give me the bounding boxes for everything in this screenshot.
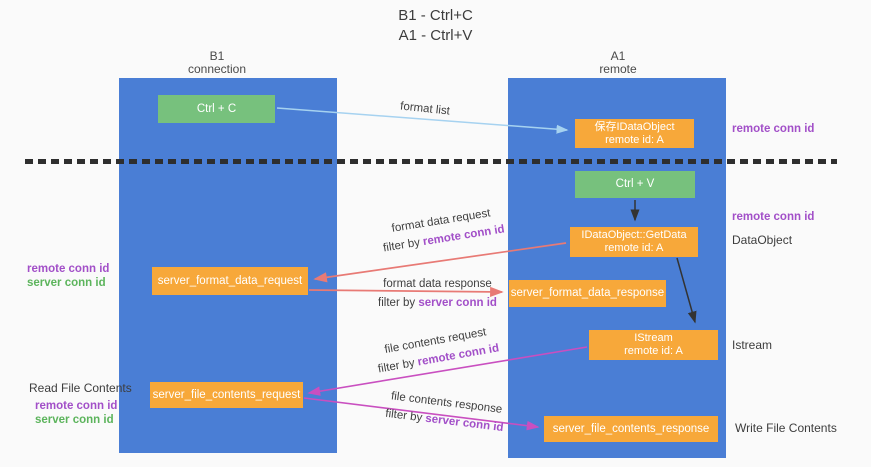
label-remote-conn-id-top-right: remote conn id xyxy=(732,123,815,135)
label-server-conn-id-left: server conn id xyxy=(27,277,106,289)
box-format-request-label: server_format_data_request xyxy=(157,274,303,287)
label-remote-conn-id-mid-right: remote conn id xyxy=(732,211,815,223)
server-conn-id-highlight: server conn id xyxy=(418,297,497,309)
box-server-file-contents-response: server_file_contents_response xyxy=(544,416,718,442)
box-ctrl-v: Ctrl + V xyxy=(575,171,695,198)
lane-header-a1: A1 remote xyxy=(551,50,685,76)
box-istream-line2: remote id: A xyxy=(624,345,683,357)
box-ctrl-v-label: Ctrl + V xyxy=(615,178,655,190)
label-format-data-request: format data request filter by remote con… xyxy=(373,202,512,259)
label-format-data-response: format data response filter by server co… xyxy=(370,275,505,313)
box-save-idataobject-line2: remote id: A xyxy=(605,133,664,146)
label-istream: Istream xyxy=(732,338,773,352)
label-write-file-contents: Write File Contents xyxy=(735,421,837,435)
box-server-format-data-response: server_format_data_response xyxy=(509,280,666,307)
label-file-contents-request: file contents request filter by remote c… xyxy=(370,321,504,379)
filter-by-text: filter by xyxy=(377,356,419,376)
box-idataobject-getdata: IDataObject::GetData remote id: A xyxy=(570,227,698,257)
label-format-data-response-line1: format data response xyxy=(383,278,492,290)
lane-b1-title: B1 xyxy=(209,49,225,63)
box-getdata-line1: IDataObject::GetData xyxy=(581,229,687,241)
label-format-list-text: format list xyxy=(399,100,451,118)
box-file-request-label: server_file_contents_request xyxy=(152,388,301,401)
box-istream-line1: IStream xyxy=(634,332,673,344)
title-line-2: A1 - Ctrl+V xyxy=(398,27,473,44)
dashed-separator-line xyxy=(25,159,837,164)
box-server-format-data-request: server_format_data_request xyxy=(152,267,308,295)
lane-a1-title: A1 xyxy=(610,49,626,63)
label-format-data-response-line2: filter by server conn id xyxy=(370,294,505,313)
lane-a1-subtitle: remote xyxy=(599,62,637,76)
filter-by-text: filter by xyxy=(378,297,419,309)
box-format-response-label: server_format_data_response xyxy=(510,287,665,299)
box-ctrl-c: Ctrl + C xyxy=(158,95,275,123)
box-file-response-label: server_file_contents_response xyxy=(552,422,710,435)
title-line-1: B1 - Ctrl+C xyxy=(398,7,473,24)
box-ctrl-c-label: Ctrl + C xyxy=(196,102,237,115)
page-title: B1 - Ctrl+C A1 - Ctrl+V xyxy=(0,6,871,46)
label-remote-conn-id-left-2: remote conn id xyxy=(35,400,118,412)
label-format-list: format list xyxy=(379,95,470,122)
box-istream: IStream remote id: A xyxy=(589,330,718,360)
label-remote-conn-id-left: remote conn id xyxy=(27,263,110,275)
label-read-file-contents: Read File Contents xyxy=(29,381,132,395)
box-save-idataobject-line1: 保存IDataObject xyxy=(594,120,675,133)
box-getdata-line2: remote id: A xyxy=(604,242,664,254)
label-server-conn-id-left-2: server conn id xyxy=(35,414,114,426)
label-dataobject: DataObject xyxy=(732,233,793,247)
filter-by-text: filter by xyxy=(384,407,427,425)
label-file-contents-response: file contents response filter by server … xyxy=(376,386,514,438)
box-server-file-contents-request: server_file_contents_request xyxy=(150,382,303,408)
box-save-idataobject: 保存IDataObject remote id: A xyxy=(575,119,694,148)
lane-b1-subtitle: connection xyxy=(187,62,247,76)
lane-header-b1: B1 connection xyxy=(150,50,284,76)
filter-by-text: filter by xyxy=(382,236,425,255)
